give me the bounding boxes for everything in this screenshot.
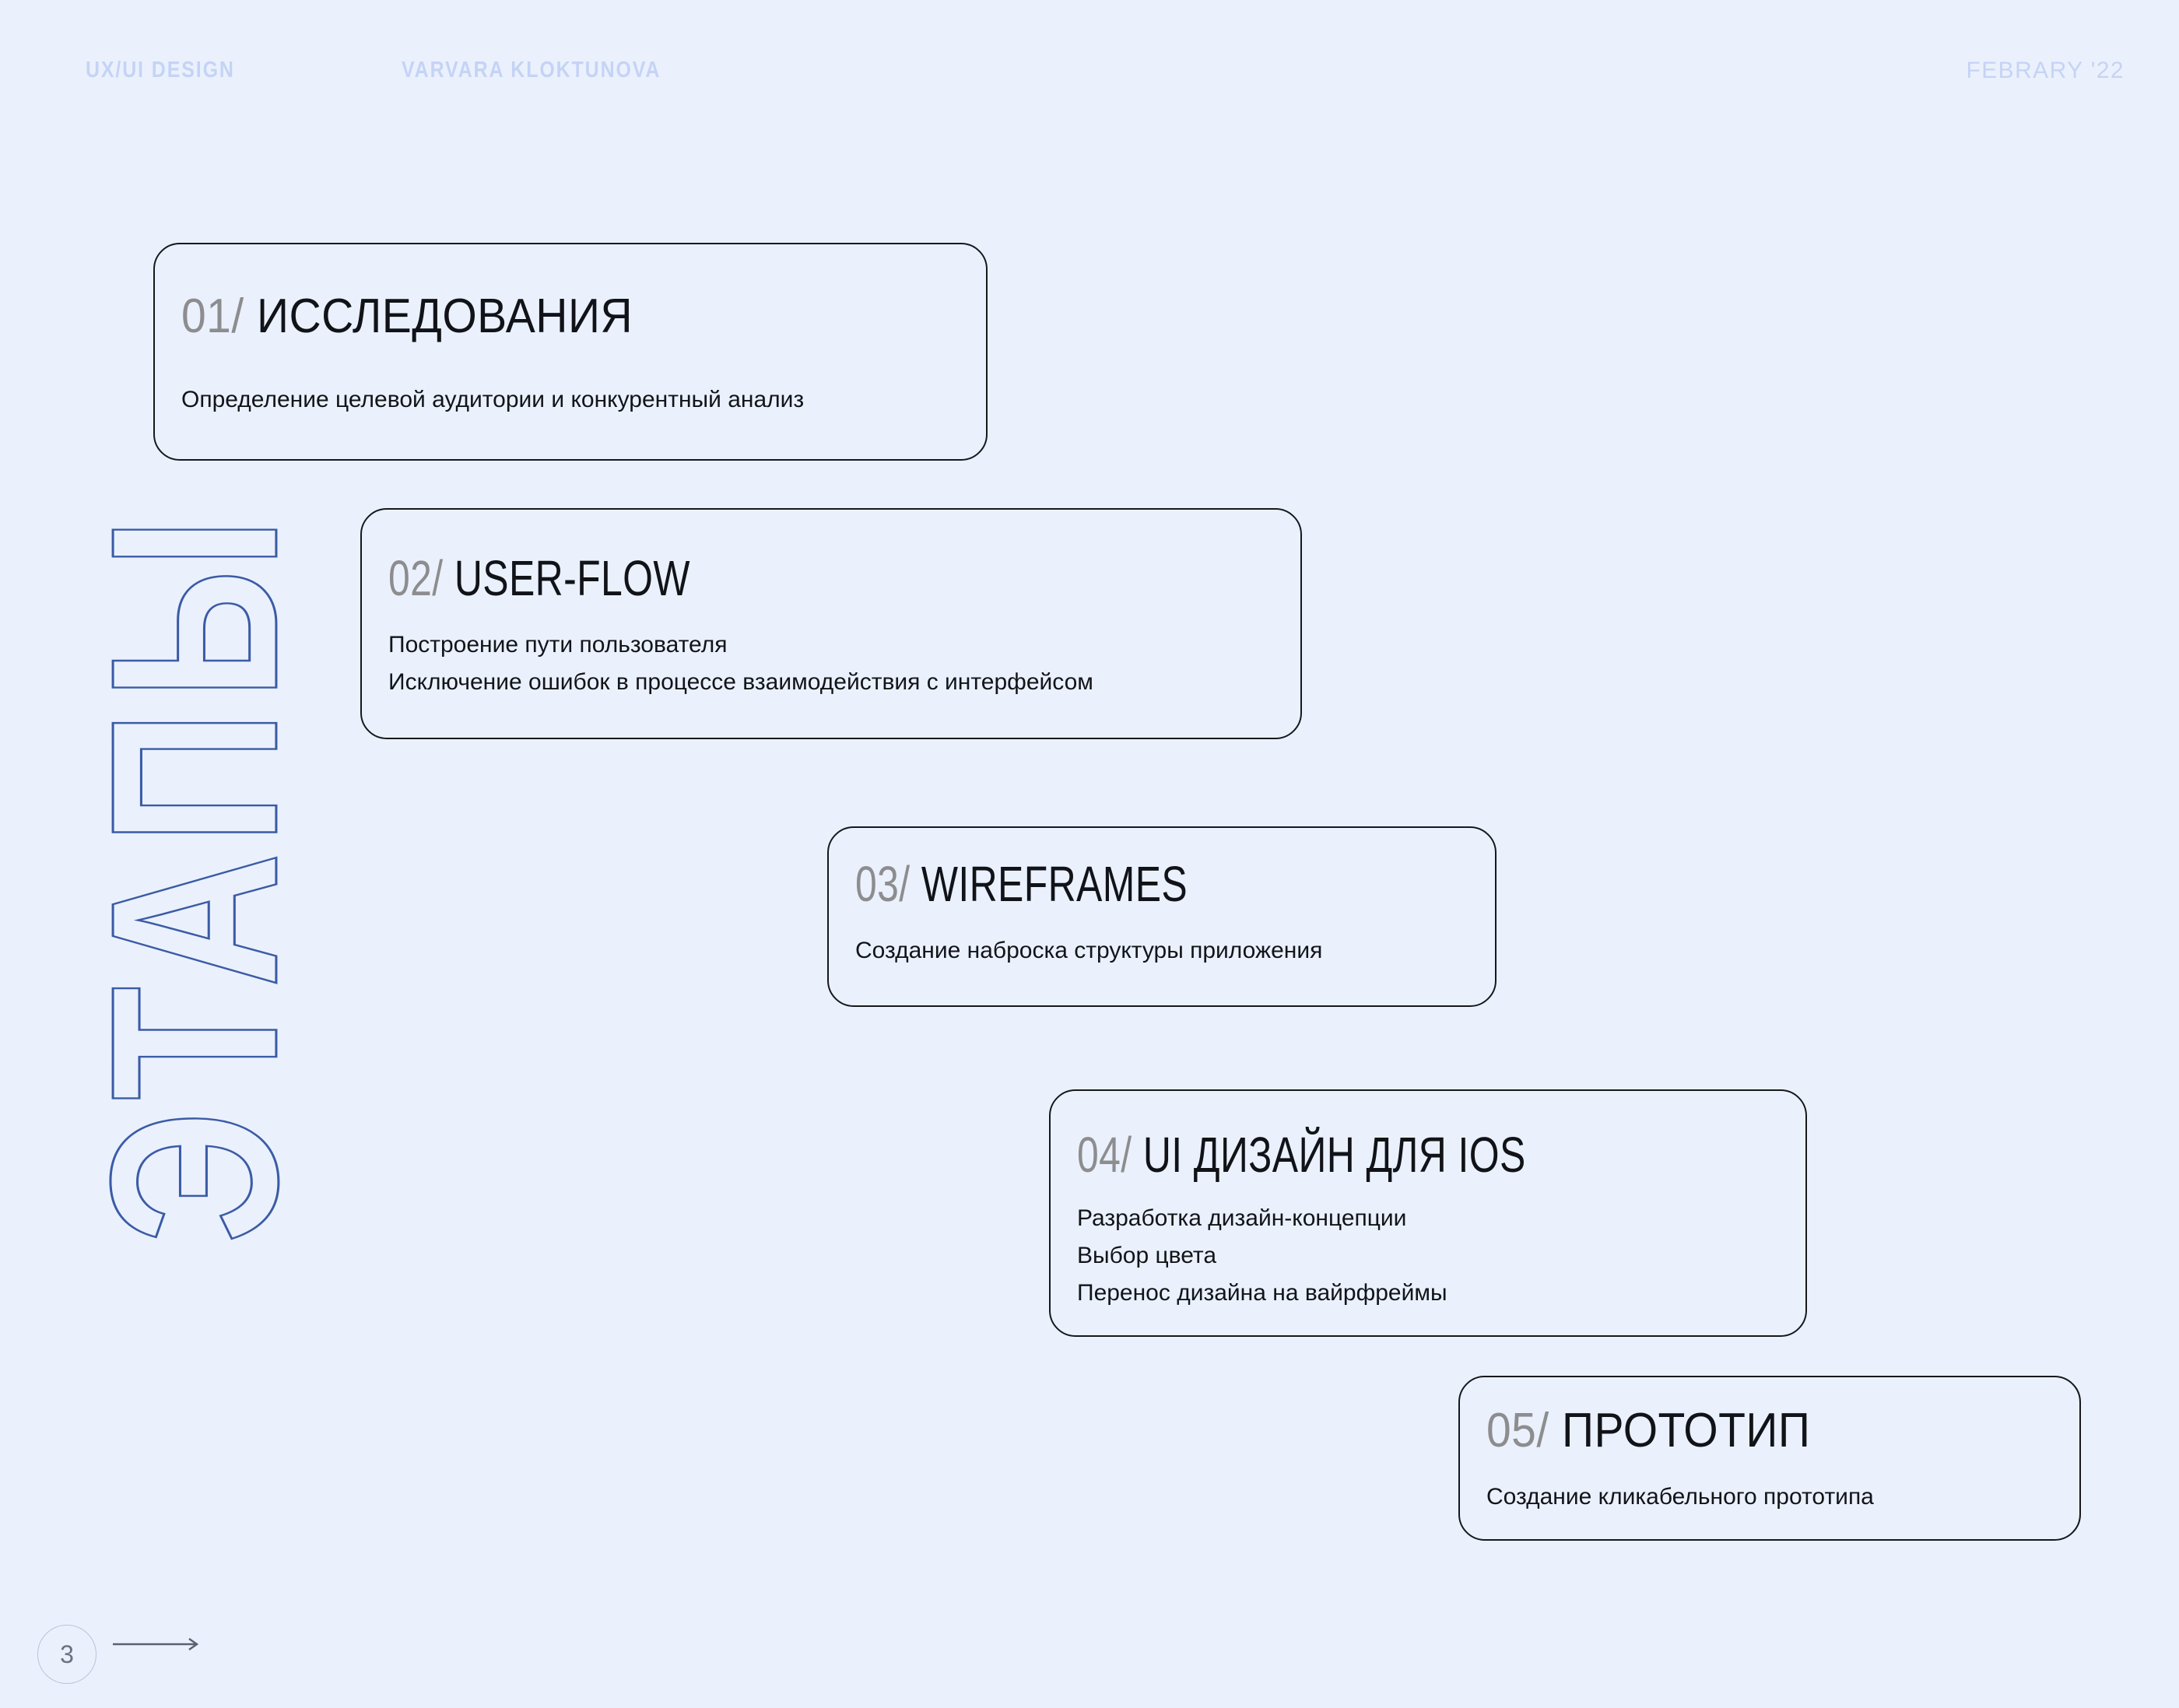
step-card-2-description: Построение пути пользователя Исключение …: [388, 626, 1093, 701]
step-card-2-title: 02/ USER-FLOW: [388, 553, 690, 603]
step-card-2[interactable]: 02/ USER-FLOW Построение пути пользовате…: [360, 508, 1302, 739]
step-card-2-title-text: USER-FLOW: [454, 550, 690, 606]
arrow-right-icon: [113, 1638, 199, 1650]
step-card-3-description: Создание наброска структуры приложения: [855, 932, 1322, 970]
step-card-4-line-2: Выбор цвета: [1077, 1243, 1217, 1268]
step-card-5[interactable]: 05/ ПРОТОТИП Создание кликабельного прот…: [1458, 1376, 2081, 1541]
step-card-5-title-text: ПРОТОТИП: [1562, 1404, 1811, 1457]
header-date-label: FEBRARY '22: [1966, 58, 2125, 83]
step-card-2-number: 02/: [388, 550, 444, 606]
step-card-1-number: 01/: [181, 289, 244, 343]
step-card-4-title-text: UI ДИЗАЙН ДЛЯ IOS: [1142, 1127, 1526, 1183]
step-card-5-description: Создание кликабельного прототипа: [1486, 1478, 1874, 1516]
step-card-1[interactable]: 01/ ИССЛЕДОВАНИЯ Определение целевой ауд…: [153, 243, 988, 461]
step-card-1-title: 01/ ИССЛЕДОВАНИЯ: [181, 293, 633, 341]
step-card-3[interactable]: 03/ WIREFRAMES Создание наброска структу…: [827, 826, 1497, 1007]
step-card-2-line-2: Исключение ошибок в процессе взаимодейст…: [388, 669, 1093, 695]
vertical-section-label-text: ЭТАПЫ: [61, 506, 328, 1245]
step-card-3-line-1: Создание наброска структуры приложения: [855, 938, 1323, 963]
step-card-4-title: 04/ UI ДИЗАЙН ДЛЯ IOS: [1077, 1130, 1526, 1180]
step-card-5-line-1: Создание кликабельного прототипа: [1486, 1484, 1874, 1510]
slide-header: UX/UI DESIGN VARVARA KLOKTUNOVA FEBRARY …: [0, 0, 2179, 125]
step-card-4-line-1: Разработка дизайн-концепции: [1077, 1205, 1407, 1231]
step-card-1-description: Определение целевой аудитории и конкурен…: [181, 381, 804, 419]
step-card-1-title-text: ИССЛЕДОВАНИЯ: [257, 289, 633, 343]
step-card-4-number: 04/: [1077, 1127, 1132, 1183]
step-card-4-description: Разработка дизайн-концепции Выбор цвета …: [1077, 1200, 1447, 1312]
step-card-3-title-text: WIREFRAMES: [921, 856, 1188, 912]
step-card-4[interactable]: 04/ UI ДИЗАЙН ДЛЯ IOS Разработка дизайн-…: [1049, 1089, 1807, 1337]
header-discipline-label: UX/UI DESIGN: [86, 58, 235, 82]
step-card-5-number: 05/: [1486, 1404, 1549, 1457]
step-card-3-title: 03/ WIREFRAMES: [855, 859, 1188, 909]
step-card-4-line-3: Перенос дизайна на вайрфреймы: [1077, 1280, 1447, 1306]
step-card-1-line-1: Определение целевой аудитории и конкурен…: [181, 387, 805, 412]
vertical-section-label: ЭТАПЫ: [61, 506, 328, 1245]
step-card-5-title: 05/ ПРОТОТИП: [1486, 1407, 1810, 1455]
step-card-2-line-1: Построение пути пользователя: [388, 632, 728, 658]
page-number-text: 3: [60, 1640, 74, 1668]
step-card-3-number: 03/: [855, 856, 911, 912]
page-number-badge: 3: [37, 1625, 96, 1684]
header-author-label: VARVARA KLOKTUNOVA: [402, 58, 661, 82]
